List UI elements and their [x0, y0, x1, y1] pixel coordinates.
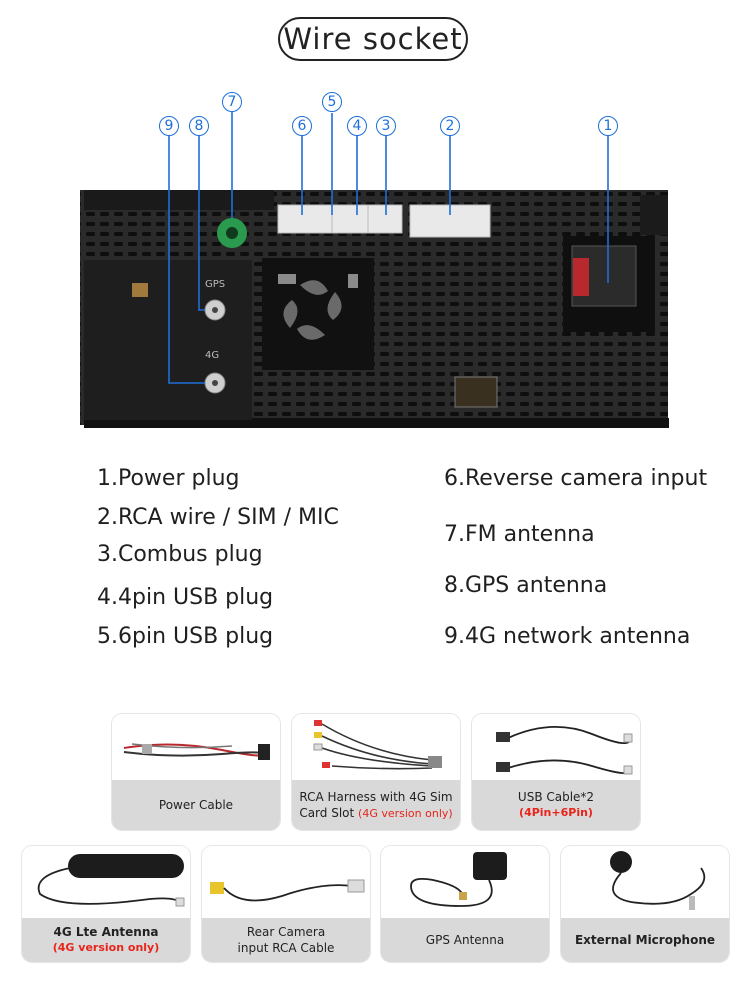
- accessory-caption: Rear Camera input RCA Cable: [202, 918, 370, 962]
- accessory-label: GPS Antenna: [425, 933, 505, 947]
- accessory-label-line2: input RCA Cable: [237, 941, 335, 955]
- legend-item-5: 5.6pin USB plug: [97, 624, 274, 649]
- legend-item-2: 2.RCA wire / SIM / MIC: [97, 505, 339, 530]
- accessory-caption: Power Cable: [112, 780, 280, 830]
- marker-5: 5: [322, 92, 342, 112]
- gps-socket-label: GPS: [205, 279, 225, 290]
- accessory-label: Rear Camera: [246, 925, 326, 939]
- legend-item-8: 8.GPS antenna: [444, 573, 608, 598]
- accessory-label: 4G Lte Antenna: [53, 925, 159, 939]
- accessory-rear-camera-cable: Rear Camera input RCA Cable: [202, 846, 370, 962]
- marker-9: 9: [159, 116, 179, 136]
- marker-2: 2: [440, 116, 460, 136]
- rca-cable-image: [202, 846, 370, 918]
- accessory-caption: External Microphone: [561, 918, 729, 962]
- legend-item-6: 6.Reverse camera input: [444, 466, 708, 491]
- marker-8: 8: [189, 116, 209, 136]
- accessory-label: USB Cable*2: [517, 790, 595, 804]
- connector-4pin-usb: [331, 204, 371, 234]
- accessory-label-line2: Card Slot: [299, 805, 355, 820]
- accessory-gps-antenna: GPS Antenna: [381, 846, 549, 962]
- page-title: Wire socket: [278, 17, 468, 61]
- legend-item-3: 3.Combus plug: [97, 542, 263, 567]
- left-panel: [84, 260, 252, 420]
- lte-antenna-image: [22, 846, 190, 918]
- marker-4: 4: [347, 116, 367, 136]
- usb-cable-image: [472, 714, 640, 780]
- legend-item-9: 9.4G network antenna: [444, 624, 691, 649]
- 4g-socket-label: 4G: [205, 350, 219, 361]
- rca-harness-image: [292, 714, 460, 780]
- marker-7: 7: [222, 92, 242, 112]
- accessory-caption: 4G Lte Antenna (4G version only): [22, 918, 190, 962]
- accessory-note: (4G version only): [358, 806, 453, 820]
- marker-1: 1: [598, 116, 618, 136]
- accessory-external-microphone: External Microphone: [561, 846, 729, 962]
- accessory-4g-lte-antenna: 4G Lte Antenna (4G version only): [22, 846, 190, 962]
- accessory-caption: RCA Harness with 4G Sim Card Slot (4G ve…: [292, 780, 460, 830]
- connector-combus: [367, 204, 403, 234]
- head-unit-rear-panel: GPS 4G: [80, 112, 669, 428]
- marker-6: 6: [292, 116, 312, 136]
- marker-3: 3: [376, 116, 396, 136]
- accessory-label: Power Cable: [158, 798, 234, 812]
- connector-6pin-usb: [277, 204, 335, 234]
- accessory-power-cable: Power Cable: [112, 714, 280, 830]
- accessory-caption: GPS Antenna: [381, 918, 549, 962]
- microphone-image: [561, 846, 729, 918]
- legend-item-1: 1.Power plug: [97, 466, 240, 491]
- accessory-note: (4Pin+6Pin): [519, 806, 593, 819]
- accessory-note: (4G version only): [52, 941, 160, 954]
- accessory-label: External Microphone: [574, 933, 716, 947]
- accessory-label: RCA Harness with 4G Sim: [299, 789, 453, 804]
- power-cable-image: [112, 714, 280, 780]
- accessory-usb-cable: USB Cable*2 (4Pin+6Pin): [472, 714, 640, 830]
- accessory-caption: USB Cable*2 (4Pin+6Pin): [472, 780, 640, 830]
- legend-item-4: 4.4pin USB plug: [97, 585, 274, 610]
- legend-item-7: 7.FM antenna: [444, 522, 595, 547]
- gps-antenna-image: [381, 846, 549, 918]
- accessory-rca-harness: RCA Harness with 4G Sim Card Slot (4G ve…: [292, 714, 460, 830]
